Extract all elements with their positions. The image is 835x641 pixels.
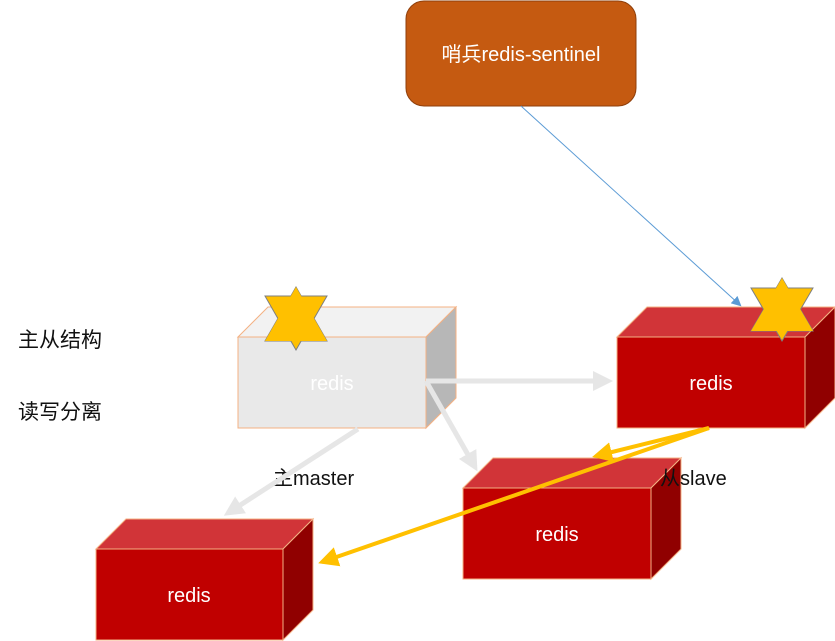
star-icon-slave	[750, 277, 814, 342]
sentinel-node: 哨兵redis-sentinel	[405, 0, 637, 107]
slave-node-middle-label: redis	[535, 524, 578, 546]
failover-arrow-to-left	[318, 426, 710, 567]
sentinel-label: 哨兵redis-sentinel	[442, 43, 601, 66]
sentinel-monitor-line	[520, 105, 742, 307]
replication-arrow-left	[223, 426, 360, 516]
star-icon-master	[264, 285, 328, 352]
slave-node-left: redis	[94, 517, 315, 641]
slave-node-left-label: redis	[167, 585, 210, 607]
rw-split-label: 读写分离	[18, 400, 102, 424]
structure-label: 主从结构	[18, 328, 102, 352]
master-node-label: redis	[310, 373, 353, 395]
master-node: redis	[236, 305, 458, 430]
replication-arrow-middle	[423, 379, 478, 472]
slave-caption: 从slave	[660, 468, 727, 490]
slave-node-right-label: redis	[689, 373, 732, 395]
